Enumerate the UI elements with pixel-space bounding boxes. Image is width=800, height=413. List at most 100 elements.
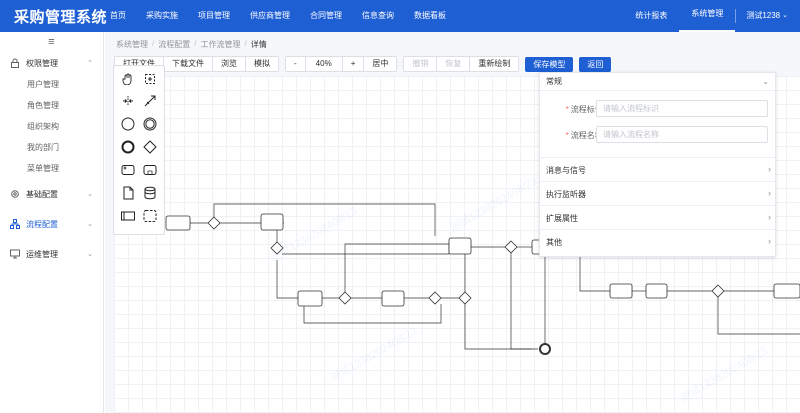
sequence-flow bbox=[213, 203, 436, 236]
nav-info-query[interactable]: 信息查询 bbox=[362, 11, 394, 20]
panel-execution-listeners[interactable]: 执行监听器 › bbox=[540, 181, 777, 205]
process-name-input[interactable]: 请输入流程名称 bbox=[596, 126, 768, 143]
user-name: 测试1238 bbox=[746, 11, 781, 20]
sidebar: ≡ 权限管理 ⌃ 用户管理 角色管理 组织架构 我的部门 菜单管理 基础配置 ⌄… bbox=[0, 32, 104, 413]
center-button[interactable]: 居中 bbox=[364, 57, 397, 71]
exclusive-gateway bbox=[338, 291, 352, 305]
simulate-button[interactable]: 模拟 bbox=[246, 57, 278, 71]
nav-system-admin[interactable]: 系统管理 bbox=[679, 0, 736, 32]
hand-tool-icon[interactable] bbox=[120, 71, 136, 87]
sidebar-item-menus[interactable]: 菜单管理 bbox=[27, 164, 59, 173]
nav-home[interactable]: 首页 bbox=[110, 11, 126, 20]
space-tool-icon[interactable] bbox=[120, 93, 136, 109]
panel-other[interactable]: 其他 › bbox=[540, 229, 777, 253]
section-title: 常规 bbox=[546, 77, 562, 86]
history-button-group: 撤销 恢复 重新绘制 bbox=[403, 56, 520, 72]
panel-messages-signals[interactable]: 消息与信号 › bbox=[540, 157, 777, 181]
preview-button[interactable]: 浏览 bbox=[213, 57, 246, 71]
save-model-button[interactable]: 保存模型 bbox=[525, 56, 574, 72]
flow-icon bbox=[10, 219, 20, 229]
pool-icon[interactable] bbox=[120, 208, 136, 224]
sidebar-item-org[interactable]: 组织架构 bbox=[27, 122, 59, 131]
exclusive-gateway bbox=[504, 240, 518, 254]
data-store-icon[interactable] bbox=[142, 185, 158, 201]
user-menu[interactable]: 测试1238 ⌄ bbox=[735, 9, 792, 23]
sidebar-item-users[interactable]: 用户管理 bbox=[27, 80, 59, 89]
sequence-flow bbox=[276, 260, 298, 299]
sequence-flow bbox=[717, 297, 800, 335]
breadcrumb-item[interactable]: 工作流管理 bbox=[200, 40, 241, 49]
sidebar-item-my-dept[interactable]: 我的部门 bbox=[27, 143, 59, 152]
chevron-right-icon: › bbox=[768, 236, 771, 246]
task-node bbox=[609, 283, 633, 299]
exclusive-gateway bbox=[458, 291, 472, 305]
zoom-button-group: - 40% + 居中 bbox=[285, 56, 398, 72]
gateway-icon[interactable] bbox=[142, 139, 158, 155]
sidebar-group-permissions[interactable]: 权限管理 ⌃ bbox=[0, 52, 103, 74]
end-event-icon[interactable] bbox=[120, 139, 136, 155]
chevron-down-icon: ⌄ bbox=[762, 77, 769, 86]
sequence-flow bbox=[344, 243, 449, 292]
zoom-in-button[interactable]: + bbox=[342, 57, 365, 71]
lasso-tool-icon[interactable] bbox=[142, 71, 158, 87]
task-node bbox=[773, 283, 800, 299]
chevron-down-icon: ⌄ bbox=[87, 221, 93, 228]
sidebar-group-ops[interactable]: 运维管理 ⌄ bbox=[0, 243, 103, 265]
chevron-down-icon: ⌄ bbox=[782, 12, 788, 19]
bpmn-diagram bbox=[165, 203, 800, 355]
right-nav: 统计报表 系统管理 测试1238 ⌄ bbox=[623, 0, 792, 32]
back-button[interactable]: 返回 bbox=[579, 56, 612, 72]
panel-label: 消息与信号 bbox=[546, 166, 586, 175]
nav-suppliers[interactable]: 供应商管理 bbox=[250, 11, 290, 20]
menu-collapse-icon[interactable]: ≡ bbox=[48, 36, 55, 48]
group-icon[interactable] bbox=[142, 208, 158, 224]
nav-dashboard[interactable]: 数据看板 bbox=[414, 11, 446, 20]
exclusive-gateway bbox=[711, 284, 725, 298]
start-event-icon[interactable] bbox=[120, 116, 136, 132]
lock-icon bbox=[10, 58, 20, 68]
nav-contracts[interactable]: 合同管理 bbox=[310, 11, 342, 20]
required-mark: * bbox=[565, 131, 569, 140]
intermediate-event-icon[interactable] bbox=[142, 116, 158, 132]
process-name-row: *流程名称: 请输入流程名称 bbox=[540, 126, 777, 143]
exclusive-gateway bbox=[270, 241, 284, 255]
sidebar-group-flow-config[interactable]: 流程配置 ⌄ bbox=[0, 213, 103, 235]
sidebar-group-label: 权限管理 bbox=[26, 58, 58, 68]
chevron-right-icon: › bbox=[768, 188, 771, 198]
monitor-icon bbox=[10, 249, 20, 259]
required-mark: * bbox=[565, 105, 569, 114]
download-file-button[interactable]: 下载文件 bbox=[164, 57, 213, 71]
breadcrumb-item[interactable]: 流程配置 bbox=[158, 40, 191, 49]
panel-extension-properties[interactable]: 扩展属性 › bbox=[540, 205, 777, 229]
sidebar-item-roles[interactable]: 角色管理 bbox=[27, 101, 59, 110]
sidebar-group-label: 运维管理 bbox=[26, 249, 58, 259]
data-object-icon[interactable] bbox=[120, 185, 136, 201]
nav-reports[interactable]: 统计报表 bbox=[635, 11, 668, 20]
task-node bbox=[645, 283, 668, 299]
sidebar-group-basic-config[interactable]: 基础配置 ⌄ bbox=[0, 183, 103, 205]
redraw-button[interactable]: 重新绘制 bbox=[470, 57, 519, 71]
tool-palette bbox=[113, 65, 165, 235]
subprocess-icon[interactable] bbox=[142, 162, 158, 178]
breadcrumb: 系统管理/ 流程配置/ 工作流管理/ 详情 bbox=[116, 39, 267, 50]
nav-procurement[interactable]: 采购实施 bbox=[146, 11, 178, 20]
zoom-out-button[interactable]: - bbox=[286, 57, 306, 71]
end-event bbox=[539, 343, 551, 355]
sidebar-group-label: 流程配置 bbox=[26, 219, 58, 229]
breadcrumb-item[interactable]: 系统管理 bbox=[116, 40, 148, 49]
chevron-down-icon: ⌄ bbox=[87, 191, 93, 198]
connect-tool-icon[interactable] bbox=[142, 93, 158, 109]
task-node bbox=[165, 215, 191, 231]
task-node bbox=[297, 290, 323, 307]
breadcrumb-separator: / bbox=[152, 39, 155, 48]
chevron-right-icon: › bbox=[768, 164, 771, 174]
redo-button[interactable]: 恢复 bbox=[437, 57, 471, 71]
process-id-input[interactable]: 请输入流程标识 bbox=[596, 100, 768, 117]
panel-label: 执行监听器 bbox=[546, 190, 586, 199]
task-node bbox=[260, 213, 284, 231]
undo-button[interactable]: 撤销 bbox=[404, 57, 438, 71]
general-section-header[interactable]: 常规 ⌄ bbox=[540, 73, 775, 91]
task-icon[interactable] bbox=[120, 162, 136, 178]
app-title: 采购管理系统 bbox=[14, 9, 108, 26]
nav-projects[interactable]: 项目管理 bbox=[198, 11, 230, 20]
